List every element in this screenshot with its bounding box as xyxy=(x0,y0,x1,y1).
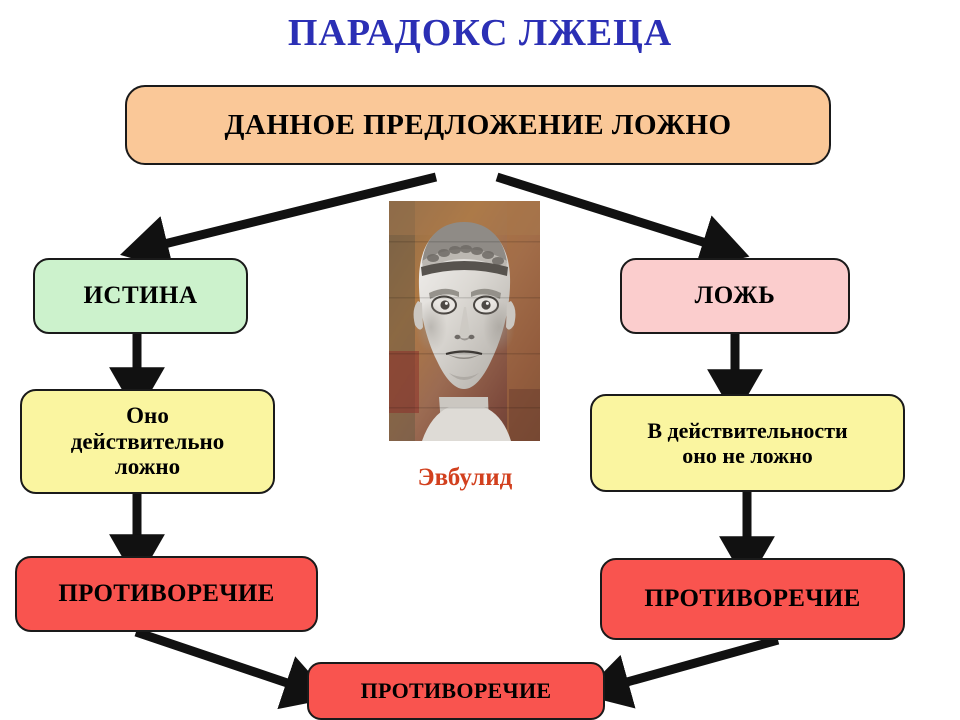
consequence-true-line2: действительно xyxy=(70,428,225,454)
arrow-contradiction-left-to-bottom xyxy=(134,627,333,710)
eubulides-bust-image xyxy=(389,201,540,441)
consequence-true-line1: Оно xyxy=(126,402,169,428)
node-contradiction-bottom[interactable]: ПРОТИВОРЕЧИЕ xyxy=(307,662,605,720)
node-branch-true[interactable]: ИСТИНА xyxy=(33,258,248,334)
arrow-contradiction-right-to-bottom xyxy=(581,635,780,709)
node-contradiction-left[interactable]: ПРОТИВОРЕЧИЕ xyxy=(15,556,318,632)
portrait-figure xyxy=(389,201,540,441)
consequence-false-line2: оно не ложно xyxy=(682,443,813,468)
page-title: ПАРАДОКС ЛЖЕЦА xyxy=(287,12,673,54)
node-branch-false[interactable]: ЛОЖЬ xyxy=(620,258,850,334)
portrait-caption: Эвбулид xyxy=(417,464,513,491)
node-contradiction-right[interactable]: ПРОТИВОРЕЧИЕ xyxy=(600,558,905,640)
node-consequence-false[interactable]: В действительности оно не ложно xyxy=(590,394,905,492)
node-consequence-true[interactable]: Оно действительно ложно xyxy=(20,389,275,494)
consequence-true-line3: ложно xyxy=(114,454,181,480)
node-statement[interactable]: ДАННОЕ ПРЕДЛОЖЕНИЕ ЛОЖНО xyxy=(125,85,831,165)
consequence-false-line1: В действительности xyxy=(647,417,848,443)
